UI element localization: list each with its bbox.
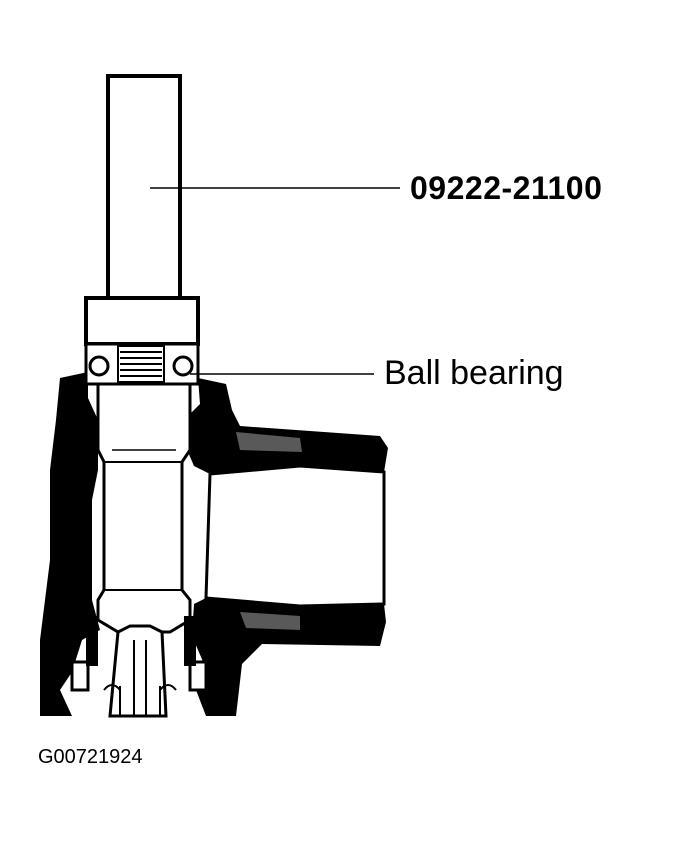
bearing-ball-right bbox=[172, 355, 194, 377]
lower-seal-left bbox=[70, 616, 98, 692]
bearing-inner-hatch bbox=[117, 345, 165, 383]
housing-left-wall bbox=[40, 372, 100, 716]
figure-id: G00721924 bbox=[38, 746, 143, 768]
lower-seal-right bbox=[184, 616, 208, 692]
housing-right-lower bbox=[192, 598, 386, 716]
tool-head bbox=[84, 296, 200, 346]
bearing-ball-left bbox=[88, 355, 110, 377]
housing-flange-bore bbox=[204, 464, 386, 608]
drive-shaft-end bbox=[108, 624, 168, 718]
housing-right-upper bbox=[188, 378, 388, 474]
ball-bearing-callout: Ball bearing bbox=[384, 354, 564, 392]
tool-number-callout: 09222-21100 bbox=[410, 170, 603, 206]
tool-shaft bbox=[106, 74, 182, 300]
hub-shaft bbox=[96, 382, 192, 634]
